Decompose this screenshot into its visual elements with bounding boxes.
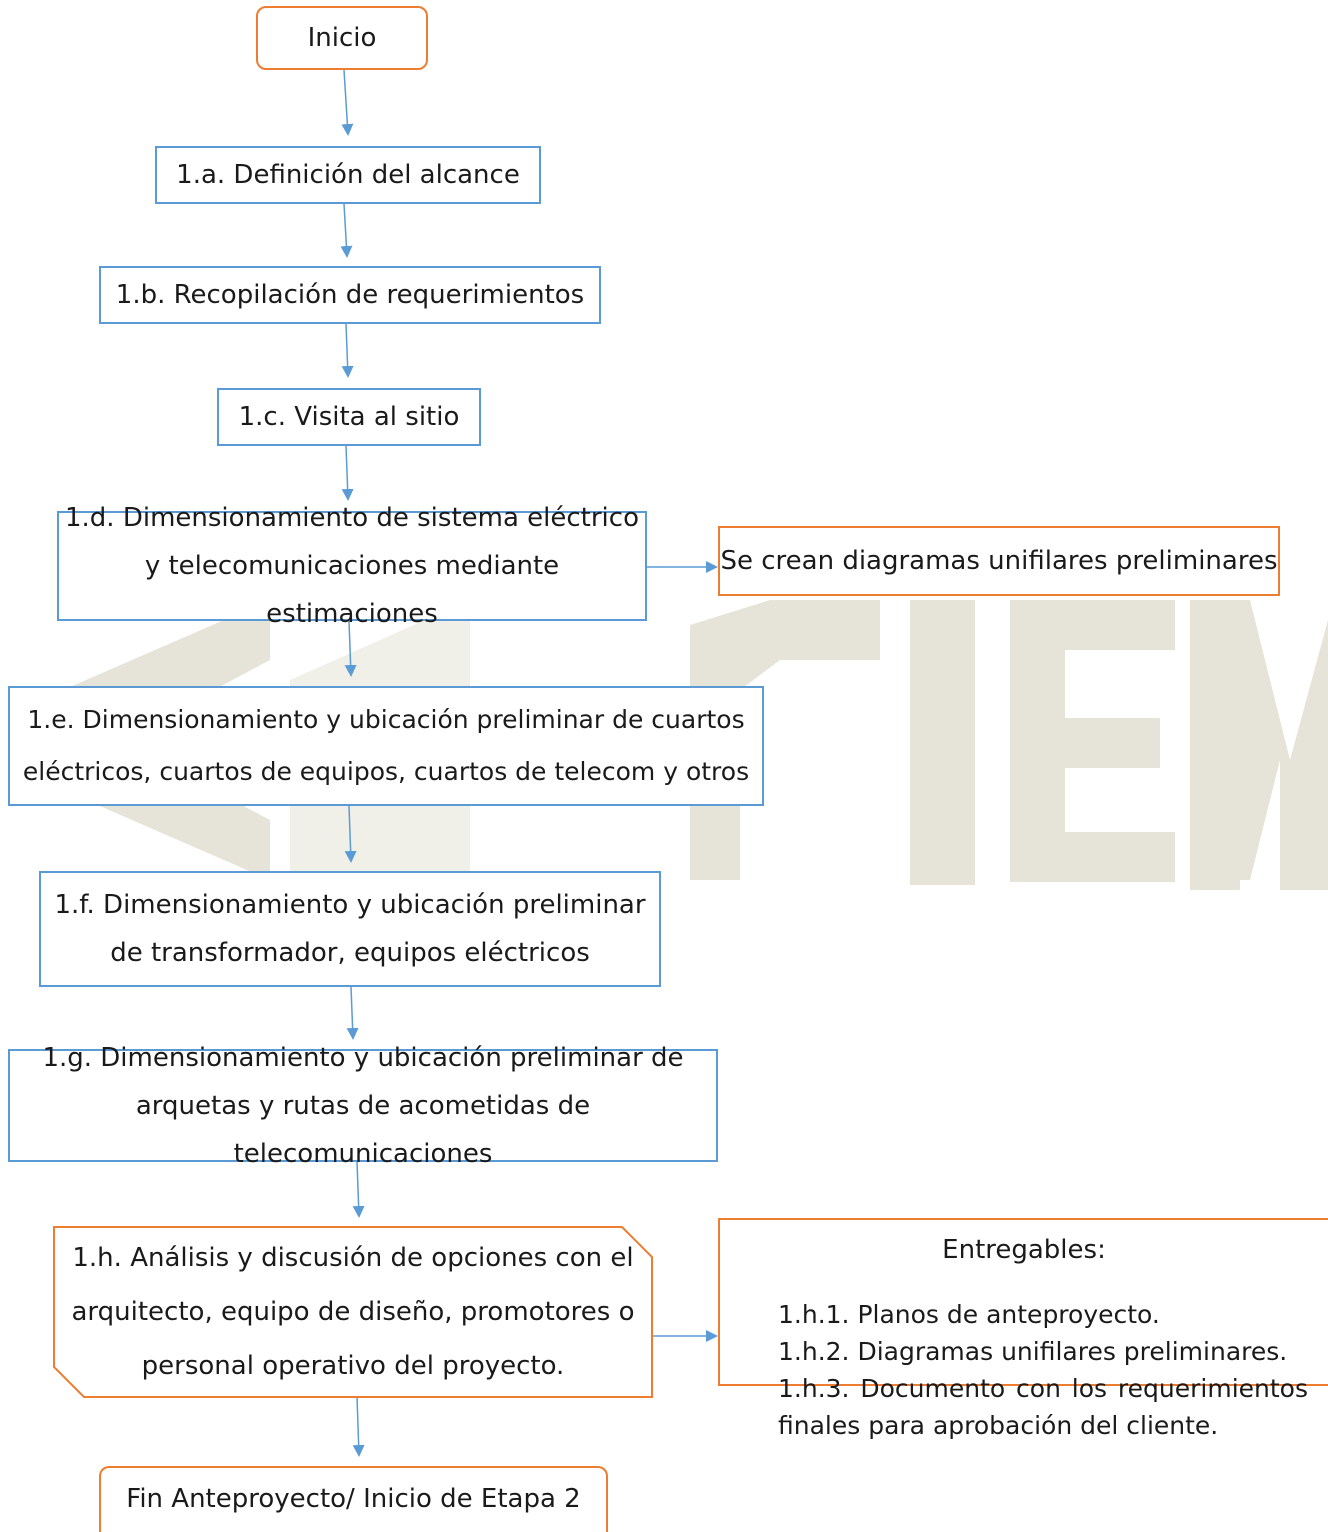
step-1c-box: 1.c. Visita al sitio (217, 388, 481, 446)
arrow-1c-to-1d (341, 445, 354, 501)
step-1d-line-1: 1.d. Dimensionamiento de sistema eléctri… (65, 503, 639, 533)
step-1d-box: 1.d. Dimensionamiento de sistema eléctri… (57, 503, 647, 629)
step-1a-label: 1.a. Definición del alcance (176, 160, 520, 190)
step-1g-line-2: arquetas y rutas de acometidas de teleco… (135, 1090, 591, 1169)
step-1d-line-2: y telecomunicaciones mediante estimacion… (144, 551, 560, 629)
step-1f-box: 1.f. Dimensionamiento y ubicación prelim… (39, 871, 661, 987)
start-label: Inicio (307, 23, 377, 53)
step-1e-line-2: eléctricos, cuartos de equipos, cuartos … (22, 757, 750, 786)
snipped-corner-box (53, 1226, 653, 1398)
end-label: Fin Anteproyecto/ Inicio de Etapa 2 (126, 1484, 581, 1514)
step-1e-box: 1.e. Dimensionamiento y ubicación prelim… (8, 686, 764, 806)
deliverable-item-3-cont: finales para aprobación del cliente. (778, 1411, 1219, 1440)
watermark-letter-m (1190, 600, 1328, 890)
end-terminal: Fin Anteproyecto/ Inicio de Etapa 2 (99, 1466, 608, 1532)
step-1c-label: 1.c. Visita al sitio (238, 402, 460, 432)
arrow-1d-to-1e (344, 620, 357, 677)
step-1b-box: 1.b. Recopilación de requerimientos (99, 266, 601, 324)
side-note-1d-label: Se crean diagramas unifilares preliminar… (720, 546, 1278, 576)
step-1h-line-1: 1.h. Análisis y discusión de opciones co… (72, 1243, 634, 1273)
arrow-1h-to-end (352, 1396, 365, 1457)
step-1a-box: 1.a. Definición del alcance (155, 146, 541, 204)
deliverable-word: los (1071, 1374, 1108, 1403)
step-1h-line-2: arquitecto, equipo de diseño, promotores… (71, 1297, 635, 1327)
deliverable-item-1: 1.h.1. Planos de anteproyecto. (778, 1300, 1160, 1329)
side-note-1d-box: Se crean diagramas unifilares preliminar… (718, 526, 1280, 596)
deliverable-word: con (1016, 1374, 1061, 1403)
watermark-chevron-shape (40, 600, 270, 880)
step-1h-box: 1.h. Análisis y discusión de opciones co… (54, 1227, 652, 1397)
step-1e-line-1: 1.e. Dimensionamiento y ubicación prelim… (27, 705, 745, 734)
step-1f-line-2: de transformador, equipos eléctricos (110, 938, 590, 968)
deliverable-word: 1.h.3. (778, 1374, 850, 1403)
arrow-1a-to-1b (340, 203, 353, 258)
step-1g-box: 1.g. Dimensionamiento y ubicación prelim… (8, 1043, 718, 1169)
deliverable-word: Documento (860, 1374, 1006, 1403)
deliverables-list: 1.h.1. Planos de anteproyecto. 1.h.2. Di… (778, 1296, 1308, 1444)
watermark-letter-e (1010, 600, 1175, 882)
step-1h-line-3: personal operativo del proyecto. (141, 1351, 565, 1381)
arrow-1f-to-1g (346, 986, 359, 1040)
deliverable-item-2: 1.h.2. Diagramas unifilares preliminares… (778, 1337, 1288, 1366)
watermark-letter-i-bar (910, 600, 975, 885)
step-1g-line-1: 1.g. Dimensionamiento y ubicación prelim… (42, 1042, 684, 1073)
deliverables-title: Entregables: (942, 1235, 1106, 1265)
deliverables-box: Entregables: 1.h.1. Planos de anteproyec… (718, 1218, 1328, 1440)
deliverable-word: requerimientos (1117, 1374, 1308, 1403)
arrow-1b-to-1c (341, 323, 354, 378)
node-1h-shape (53, 1226, 653, 1398)
watermark-letter-c (690, 600, 880, 880)
start-terminal: Inicio (256, 6, 428, 70)
step-1f-line-1: 1.f. Dimensionamiento y ubicación prelim… (54, 890, 646, 920)
step-1b-label: 1.b. Recopilación de requerimientos (115, 280, 585, 310)
arrow-1e-to-1f (344, 805, 357, 863)
arrow-start-to-1a (341, 69, 354, 136)
flow-arrows (340, 69, 718, 1457)
arrow-1g-to-1h (352, 1161, 365, 1218)
